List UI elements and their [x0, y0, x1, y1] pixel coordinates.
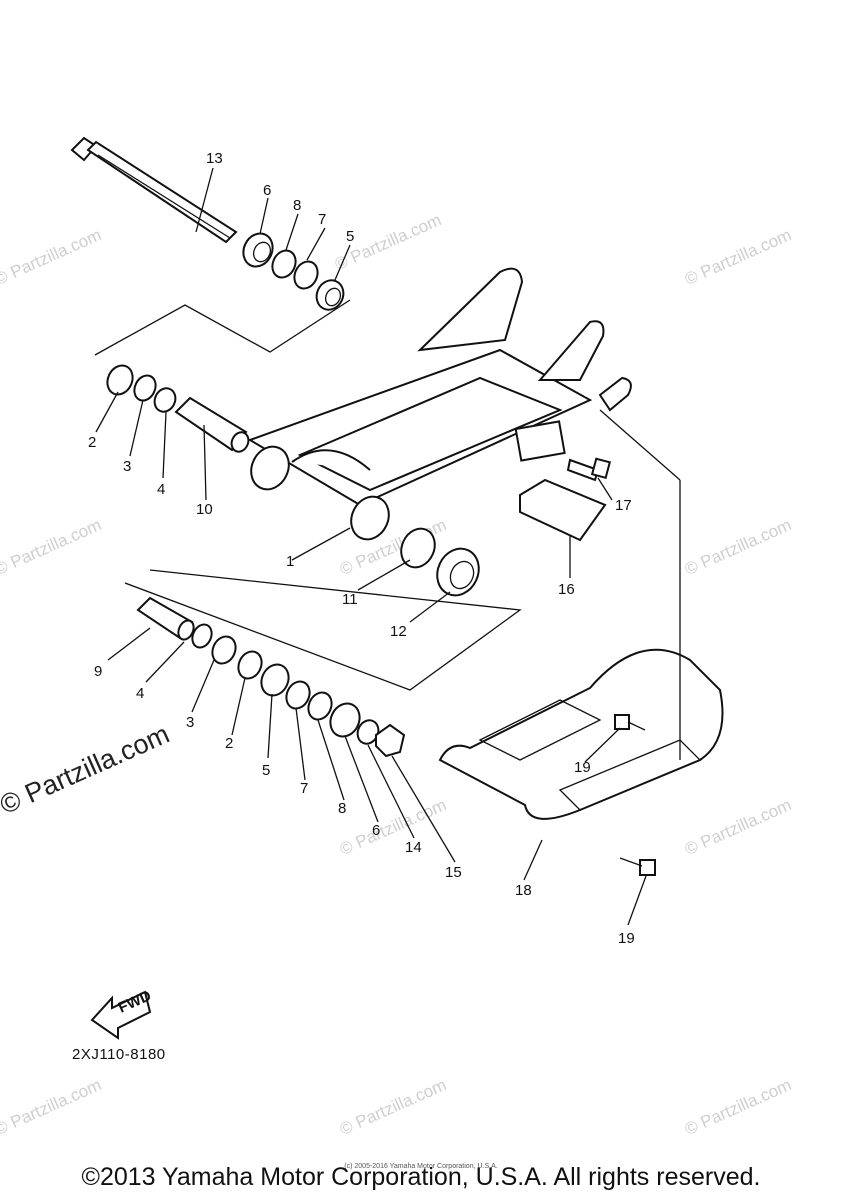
pivot-bolt: [70, 136, 238, 244]
callout-13: 13: [206, 150, 223, 167]
callout-7: 7: [318, 211, 326, 228]
callout-12: 12: [390, 623, 407, 640]
footrest-frame: [438, 409, 724, 820]
copyright-footer: ©2013 Yamaha Motor Corporation, U.S.A. A…: [81, 1163, 761, 1191]
fwd-arrow-icon: FWD: [90, 987, 154, 1040]
callout-8: 8: [293, 197, 301, 214]
callout-11: 11: [342, 591, 358, 608]
callout-15: 15: [445, 864, 462, 881]
callout-4: 4: [157, 481, 165, 498]
callout-5: 5: [346, 228, 354, 245]
callout-6: 6: [263, 182, 271, 199]
callout-7b: 7: [300, 780, 308, 797]
dust-seal-11: [400, 527, 436, 569]
swing-arm: [247, 267, 632, 542]
callout-4b: 4: [136, 685, 144, 702]
bolt-17: [566, 457, 612, 482]
callouts: 13 6 8 7 5 2 3 4 10 1 11 12 16 17 9 4 3 …: [88, 150, 635, 947]
callout-6b: 6: [372, 822, 380, 839]
callout-2: 2: [88, 434, 96, 451]
callout-8b: 8: [338, 800, 346, 817]
callout-18: 18: [515, 882, 532, 899]
seal-12: [436, 547, 480, 597]
upper-bearings: [242, 232, 345, 311]
callout-19b: 19: [618, 930, 635, 947]
callout-2b: 2: [225, 735, 233, 752]
diagram-code: 2XJ110-8180: [72, 1046, 166, 1063]
bolt-19-upper: [614, 714, 646, 731]
left-bushings: [106, 364, 250, 453]
callout-14: 14: [405, 839, 422, 856]
callout-19a: 19: [574, 759, 591, 776]
lower-bearings: [136, 596, 406, 758]
callout-17: 17: [615, 497, 632, 514]
callout-5b: 5: [262, 762, 270, 779]
callout-9: 9: [94, 663, 102, 680]
callout-1: 1: [286, 553, 294, 570]
callout-10: 10: [196, 501, 213, 518]
tiny-copyright: (c) 2005-2016 Yamaha Motor Corporation, …: [344, 1163, 498, 1170]
callout-3b: 3: [186, 714, 194, 731]
callout-16: 16: [558, 581, 575, 598]
bolt-19-lower: [619, 857, 656, 876]
callout-3: 3: [123, 458, 131, 475]
leader-lines: [95, 167, 647, 926]
